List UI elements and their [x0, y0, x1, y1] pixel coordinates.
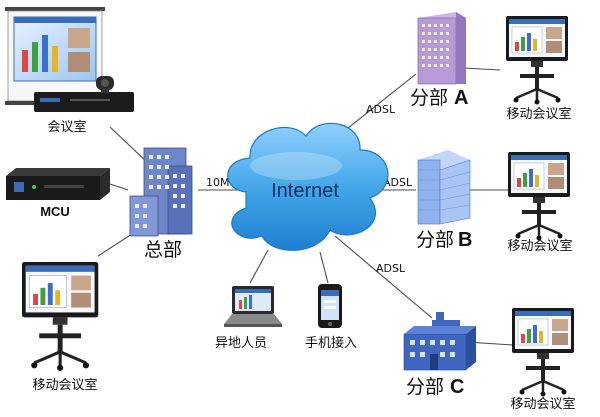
interactive-display-cart-icon	[510, 306, 576, 398]
mobile-access-label: 手机接入	[305, 335, 357, 351]
branch-b-letter: B	[458, 229, 472, 251]
branch-a-letter: A	[454, 87, 468, 109]
link-internet-phone	[319, 251, 329, 284]
mobile-phone-icon	[318, 284, 342, 328]
hq-mobile-room-label: 移动会议室	[32, 377, 97, 393]
headquarters-building-icon	[129, 147, 193, 237]
mcu-device-icon	[6, 168, 110, 200]
link-internet-branch-c	[334, 235, 433, 319]
branch-a-label: 分部	[410, 87, 448, 109]
link-label-10m: 10M	[206, 176, 230, 189]
projector-screen-icon	[5, 7, 105, 105]
link-label-adsl-b: ADSL	[383, 176, 413, 189]
branch-c-building-icon	[403, 312, 476, 371]
branch-c-letter: C	[450, 376, 464, 398]
link-internet-laptop	[249, 249, 269, 284]
link-label-adsl-a: ADSL	[366, 103, 396, 116]
link-label-adsl-c: ADSL	[376, 262, 406, 275]
internet-cloud-icon	[227, 122, 389, 251]
branch-c-label: 分部	[406, 376, 444, 398]
meeting-room-equipment	[5, 7, 134, 112]
interactive-display-cart-icon	[504, 14, 570, 106]
link-meeting-room-hq	[109, 126, 151, 166]
branch-b-label: 分部	[416, 229, 454, 251]
branch-a-building-icon	[417, 12, 466, 85]
interactive-display-cart-icon	[506, 150, 572, 242]
branch-b-building-icon	[417, 150, 471, 225]
laptop-icon	[224, 286, 282, 327]
video-terminal-icon	[34, 76, 134, 112]
branch-b-mobile-room-label: 移动会议室	[507, 238, 572, 254]
branch-c-mobile-room-label: 移动会议室	[510, 396, 575, 412]
link-mcu-hq	[109, 183, 129, 191]
internet-label: Internet	[271, 180, 339, 202]
link-mobile-hq	[97, 231, 136, 257]
mcu-label: MCU	[40, 204, 70, 219]
link-branch-a-mobile	[462, 67, 501, 71]
hq-label: 总部	[144, 239, 182, 261]
remote-staff-label: 异地人员	[215, 336, 267, 351]
branch-a-mobile-room-label: 移动会议室	[506, 106, 571, 122]
interactive-display-cart-icon	[20, 260, 100, 373]
meeting-room-label: 会议室	[47, 119, 86, 135]
